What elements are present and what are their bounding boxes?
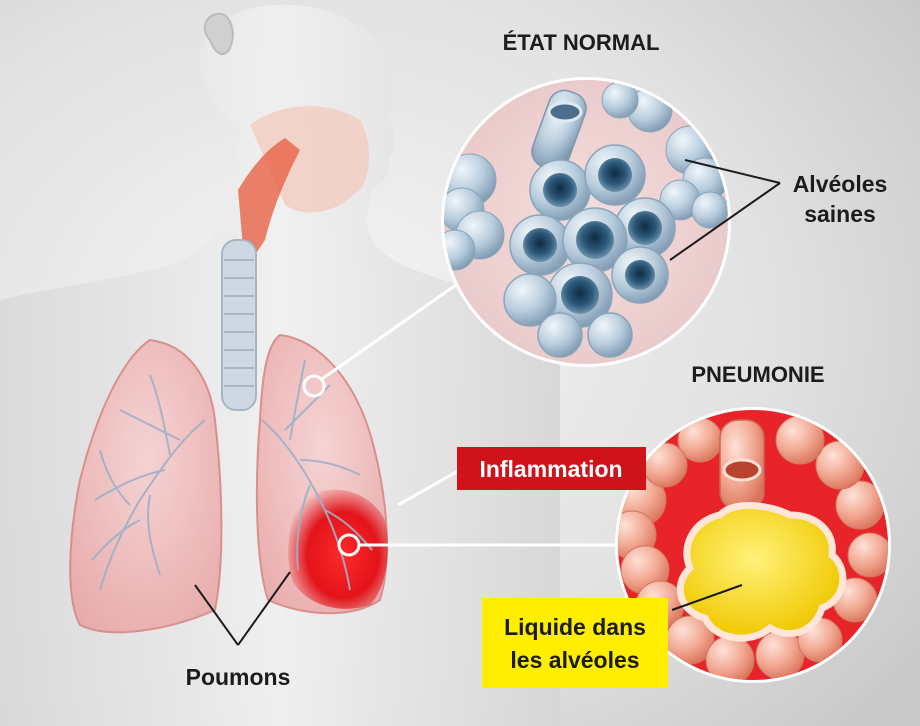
inflammation-label: Inflammation: [457, 447, 646, 490]
pneumonia-title: PNEUMONIE: [691, 362, 824, 387]
fluid-box: [482, 598, 668, 688]
fluid-label: Liquide dans les alvéoles: [482, 598, 668, 688]
fluid-filled-alveolus: [680, 506, 843, 639]
fluid-line-1: Liquide dans: [504, 614, 646, 640]
lungs-label: Poumons: [186, 664, 291, 690]
healthy-alveoli-line-1: Alvéoles: [793, 171, 888, 197]
fluid-line-2: les alvéoles: [510, 647, 639, 673]
trachea: [222, 240, 256, 410]
inflammation-text: Inflammation: [479, 456, 622, 482]
healthy-alveoli-line-2: saines: [804, 201, 876, 227]
normal-state-title: ÉTAT NORMAL: [503, 30, 660, 55]
